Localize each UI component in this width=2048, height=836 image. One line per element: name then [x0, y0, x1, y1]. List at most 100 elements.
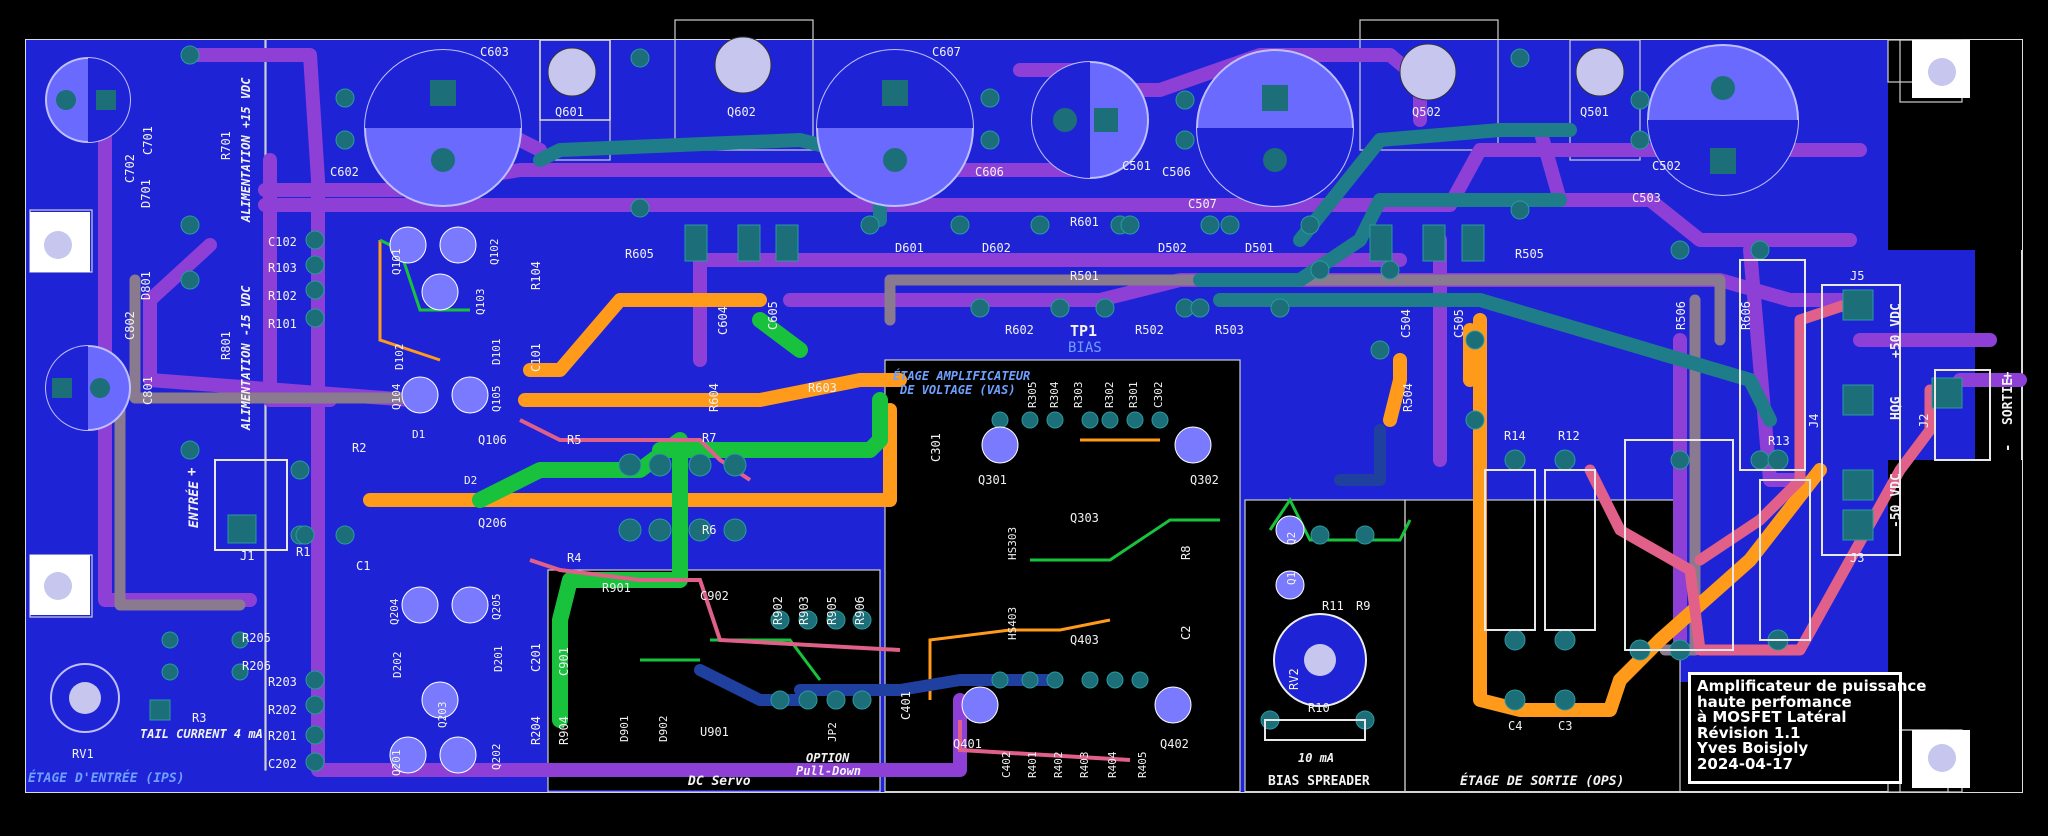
silk-label-c101: C101 [529, 343, 543, 372]
silk-label-option: OPTION [806, 751, 850, 765]
silk-label-hs303: HS303 [1006, 527, 1019, 560]
silk-label-r202: R202 [268, 703, 297, 717]
silk-label-d101: D101 [490, 339, 503, 366]
silk-label-pull-down: Pull-Down [796, 764, 861, 778]
silk-label-c702: C702 [123, 154, 137, 183]
silk-label-r11: R11 [1322, 599, 1344, 613]
silk-label-j3: J3 [1850, 551, 1864, 565]
silk-label-c4: C4 [1508, 719, 1522, 733]
silk-label-sortie: SORTIE [2001, 378, 2016, 425]
silk-label-q103: Q103 [474, 289, 487, 316]
silk-label-d901: D901 [618, 716, 631, 743]
silk-label-j4: J4 [1807, 414, 1821, 428]
silk-label-q2: Q2 [1285, 532, 1298, 545]
cap-C607 [816, 49, 974, 207]
silk-label-r204: R204 [529, 716, 543, 745]
silk-label-r801: R801 [219, 331, 233, 360]
silk-label-r606: R606 [1739, 301, 1753, 330]
title-line-3: à MOSFET Latéral [1697, 708, 1847, 726]
silk-label-r402: R402 [1052, 752, 1065, 779]
silk-label-r101: R101 [268, 317, 297, 331]
cap-C801 [45, 345, 131, 431]
silk-label-r901: R901 [602, 581, 631, 595]
cap-C507 [1196, 49, 1354, 207]
silk-label-r13: R13 [1768, 434, 1790, 448]
silk-label-r605: R605 [625, 247, 654, 261]
silk-label-r505: R505 [1515, 247, 1544, 261]
silk-label-c801: C801 [141, 376, 155, 405]
silk-label-d102: D102 [393, 344, 406, 371]
silk-label-r7: R7 [702, 431, 716, 445]
small-transistors [389, 226, 1305, 774]
silk-label-q502: Q502 [1412, 105, 1441, 119]
silk-label-q203: Q203 [436, 702, 449, 729]
cap-C503 [1647, 44, 1799, 196]
silk-label-tp1: TP1 [1070, 322, 1097, 340]
silk-label-q303: Q303 [1070, 511, 1099, 525]
silk-label-c3: C3 [1558, 719, 1572, 733]
silk-label-c301: C301 [929, 433, 943, 462]
silk-label-c901: C901 [557, 647, 571, 676]
silk-label-c604: C604 [716, 306, 730, 335]
silk-label-r203: R203 [268, 675, 297, 689]
silk-label-r303: R303 [1072, 382, 1085, 409]
silk-label-r405: R405 [1136, 752, 1149, 779]
silk-label-ten-ma: 10 mA [1298, 751, 1334, 765]
silk-label-jp2: JP2 [826, 722, 839, 742]
silk-label-c607: C607 [932, 45, 961, 59]
silk-label-r502: R502 [1135, 323, 1164, 337]
silk-label-q401: Q401 [953, 737, 982, 751]
orange-thin-traces [378, 240, 1160, 700]
silk-label-r1: R1 [296, 545, 310, 559]
silk-label-q402: Q402 [1160, 737, 1189, 751]
silk-label-r201: R201 [268, 729, 297, 743]
silk-label-c605: C605 [766, 301, 780, 330]
silk-label-r401: R401 [1026, 752, 1039, 779]
silk-label-r906: R906 [853, 596, 867, 625]
green-traces [472, 312, 888, 728]
silk-label-r104: R104 [529, 261, 543, 290]
silk-label-r904: R904 [557, 716, 571, 745]
cap-C501 [1031, 61, 1149, 179]
silk-label-c602: C602 [330, 165, 359, 179]
title-line-5: Yves Boisjoly [1697, 739, 1809, 757]
silk-label-bias: BIAS SPREADER [1268, 774, 1370, 789]
silk-label-supply-pos: ALIMENTATION +15 VDC [239, 77, 253, 223]
silkscreen-layer: ÉTAGE D'ENTRÉE (IPS)ÉTAGE AMPLIFICATEURD… [28, 45, 2016, 789]
silk-label-vas-line1: ÉTAGE AMPLIFICATEUR [893, 368, 1030, 383]
silk-label-r301: R301 [1127, 382, 1140, 409]
silk-label-q601: Q601 [555, 105, 584, 119]
silk-label-d801: D801 [139, 271, 153, 300]
silk-label-c2: C2 [1179, 626, 1193, 640]
silk-label-j2: J2 [1917, 414, 1931, 428]
silk-label-r206: R206 [242, 659, 271, 673]
cap-C701 [45, 57, 131, 143]
silk-label-v-pos50: +50 VDC [1889, 303, 1904, 358]
silk-label-plus: + [184, 468, 200, 476]
silk-label-c502: C502 [1652, 159, 1681, 173]
silk-label-r304: R304 [1048, 381, 1061, 408]
silk-label-vas-line2: DE VOLTAGE (VAS) [899, 383, 1016, 397]
silk-label-q1: Q1 [1285, 572, 1298, 585]
cap-C603 [364, 49, 522, 207]
silk-label-q201: Q201 [390, 750, 403, 777]
silk-label-r14: R14 [1504, 429, 1526, 443]
silk-label-d902: D902 [657, 716, 670, 743]
silk-label-c302: C302 [1152, 382, 1165, 409]
silk-label-dcservo: DC Servo [687, 774, 751, 789]
silk-label-c202: C202 [268, 757, 297, 771]
silk-label-r601: R601 [1070, 215, 1099, 229]
silk-label-q105: Q105 [490, 386, 503, 413]
silk-label-r9: R9 [1356, 599, 1370, 613]
silk-label-r10: R10 [1308, 701, 1330, 715]
silk-label-q204: Q204 [388, 598, 401, 625]
silk-label-c102: C102 [268, 235, 297, 249]
silk-label-q501: Q501 [1580, 105, 1609, 119]
silk-label-q101: Q101 [390, 249, 403, 276]
connectors [214, 259, 1991, 741]
large-capacitors [45, 44, 1799, 431]
silk-label-bias: BIAS [1068, 340, 1102, 356]
silk-label-r3: R3 [192, 711, 206, 725]
title-line-4: Révision 1.1 [1697, 723, 1801, 742]
